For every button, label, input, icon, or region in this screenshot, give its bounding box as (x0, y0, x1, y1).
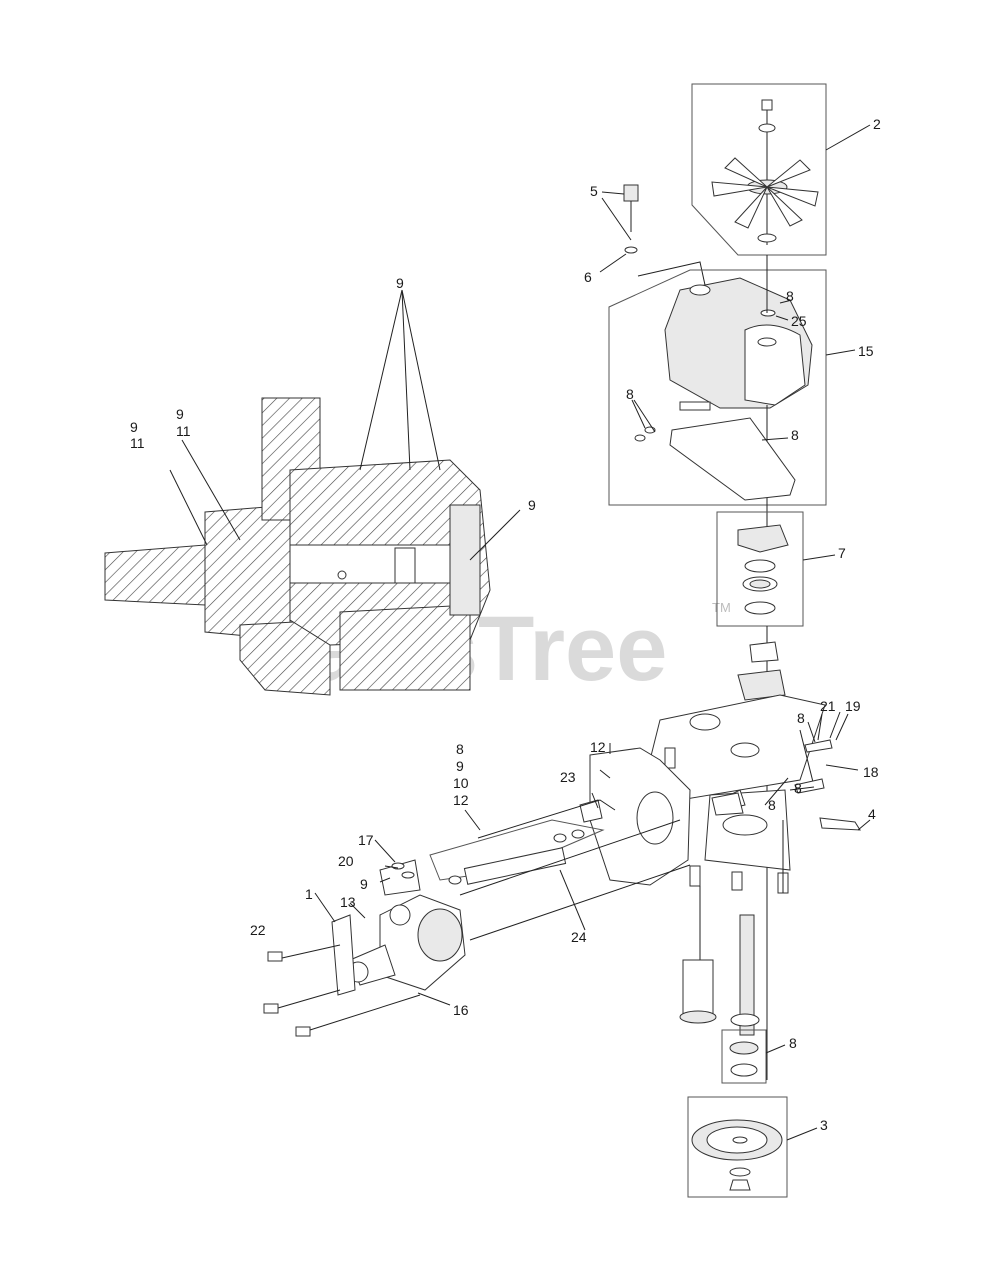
callout-8-check: 8 (797, 710, 805, 726)
callout-9-section-right: 9 (528, 497, 536, 513)
callout-20: 20 (338, 853, 354, 869)
callout-8-plug: 8 (794, 780, 802, 796)
watermark-tm: TM (712, 600, 731, 615)
callout-7: 7 (838, 545, 846, 561)
callout-22: 22 (250, 922, 266, 938)
seal-assembly: 8 (721, 1029, 797, 1084)
callout-8-seal-kit: 8 (789, 1035, 797, 1051)
callout-11-section-mid: 11 (176, 423, 191, 439)
callout-9-section-top: 9 (396, 275, 404, 291)
callout-24: 24 (571, 929, 587, 945)
dipstick-group: 5 6 (584, 183, 706, 286)
callout-12-pump: 12 (453, 792, 469, 808)
callout-6: 6 (584, 269, 592, 285)
callout-8-top: 8 (786, 288, 794, 304)
callout-15: 15 (858, 343, 874, 359)
callout-11-section-left: 11 (130, 435, 145, 451)
callout-17: 17 (358, 832, 374, 848)
callout-8-valve: 8 (768, 797, 776, 813)
bearing-assembly: 7 (716, 511, 846, 627)
callout-21: 21 (820, 698, 836, 714)
fan-assembly: 2 (691, 83, 881, 256)
center-case: 21 19 8 18 8 8 4 (649, 626, 879, 1080)
callout-1: 1 (305, 886, 313, 902)
callout-12-case: 12 (590, 739, 606, 755)
callout-13: 13 (340, 894, 356, 910)
sectional-view: 9 11 9 11 9 9 (104, 275, 536, 696)
callout-9-section-left: 9 (130, 419, 138, 435)
callout-8-gasket: 8 (791, 427, 799, 443)
callout-16: 16 (453, 1002, 469, 1018)
callout-9-pump: 9 (456, 758, 464, 774)
callout-5: 5 (590, 183, 598, 199)
callout-2: 2 (873, 116, 881, 132)
callout-18: 18 (863, 764, 879, 780)
pump-motor-block: 8 9 10 12 12 23 17 20 9 1 13 22 24 16 (250, 739, 691, 1037)
callout-3: 3 (820, 1117, 828, 1133)
callout-19: 19 (845, 698, 861, 714)
callout-9-valve: 9 (360, 876, 368, 892)
housing-assembly: 8 25 15 8 8 (608, 255, 874, 530)
pulley-assembly: 3 (687, 1096, 828, 1198)
callout-25: 25 (791, 313, 807, 329)
callout-10: 10 (453, 775, 469, 791)
callout-4: 4 (868, 806, 876, 822)
callout-9-section-mid: 9 (176, 406, 184, 422)
callout-8-seal: 8 (626, 386, 634, 402)
callout-23: 23 (560, 769, 576, 785)
callout-8-pump: 8 (456, 741, 464, 757)
